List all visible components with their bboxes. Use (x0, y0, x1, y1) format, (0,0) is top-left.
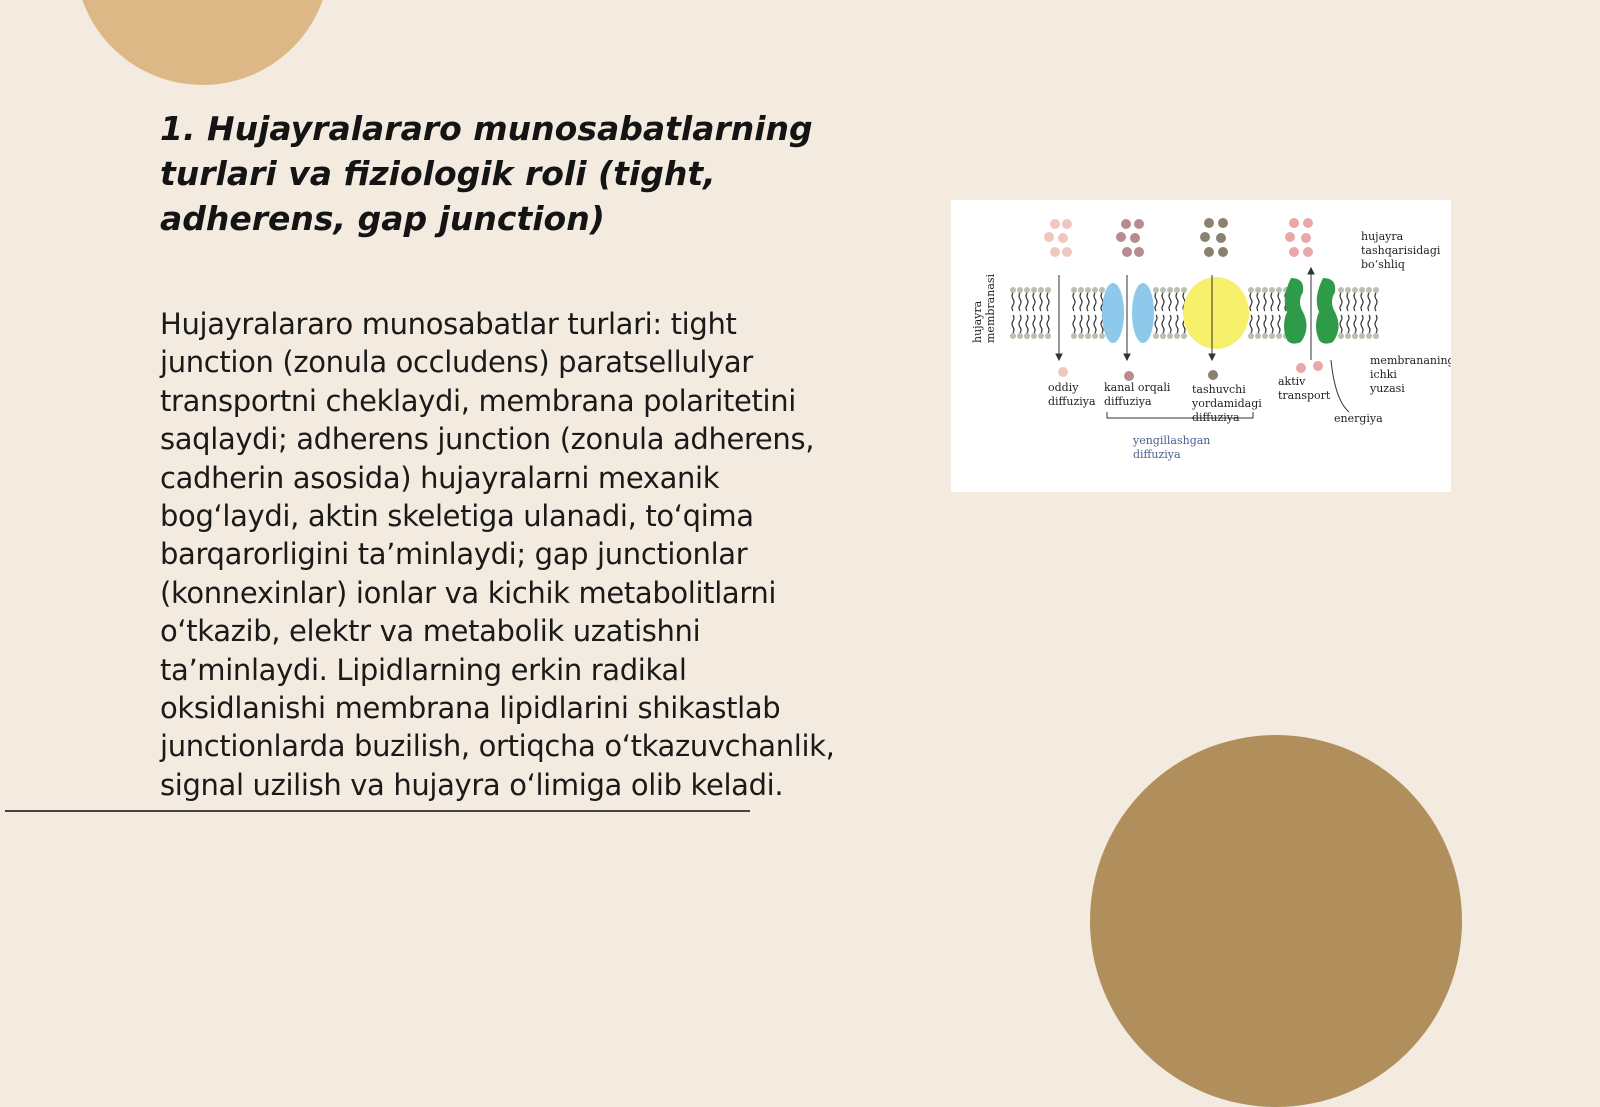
channel-diffusion-label-2: diffuziya (1104, 395, 1152, 408)
active-transport-label-1: aktiv (1278, 375, 1306, 388)
inner-surface-label-3: yuzasi (1369, 382, 1405, 395)
side-label-line-1: hujayra (971, 300, 984, 343)
svg-text:hujayra: hujayra (971, 300, 984, 343)
molecule-inside-channel (1124, 371, 1134, 381)
molecules-channel-diffusion (1116, 219, 1144, 257)
facilitated-diffusion-label-2: diffuziya (1133, 448, 1181, 461)
decorative-circle-bottom (1090, 735, 1462, 1107)
channel-protein (1102, 283, 1154, 343)
molecule-inside-pump-2 (1313, 361, 1323, 371)
decorative-divider-line (5, 810, 750, 812)
membrane-transport-diagram: hujayra membranasi hujayra tashqarisidag… (951, 200, 1451, 492)
simple-diffusion-label-1: oddiy (1048, 381, 1079, 394)
carrier-diffusion-label-2: yordamidagi (1191, 397, 1262, 410)
carrier-diffusion-label-3: diffuziya (1192, 411, 1240, 424)
molecule-inside-simple (1058, 367, 1068, 377)
pump-protein (1284, 278, 1339, 344)
side-label-line-2: membranasi (984, 273, 997, 343)
energy-label: energiya (1334, 412, 1383, 425)
molecule-inside-carrier (1208, 370, 1218, 380)
carrier-diffusion-label-1: tashuvchi (1192, 383, 1246, 396)
molecules-simple-diffusion (1044, 219, 1072, 257)
outer-space-label-2: tashqarisidagi (1361, 244, 1441, 257)
active-transport-label-2: transport (1278, 389, 1331, 402)
facilitated-diffusion-label-1: yengillashgan (1132, 434, 1210, 447)
inner-surface-label-1: membrananing (1370, 354, 1451, 367)
transport-arrows (1055, 266, 1350, 413)
carrier-protein (1183, 277, 1249, 349)
facilitated-diffusion-bracket (1106, 412, 1254, 419)
slide-title: 1. Hujayralararo munosabatlarning turlar… (160, 109, 813, 238)
molecule-inside-pump-1 (1296, 363, 1306, 373)
outer-space-label-1: hujayra (1361, 230, 1404, 243)
channel-diffusion-label-1: kanal orqali (1104, 381, 1171, 394)
decorative-circle-top (75, 0, 330, 85)
molecules-active-transport (1285, 218, 1313, 257)
outer-space-label-3: bo‘shliq (1361, 258, 1405, 271)
svg-text:membranasi: membranasi (984, 273, 997, 343)
slide-body-text: Hujayralararo munosabatlar turlari: tigh… (160, 307, 835, 802)
simple-diffusion-label-2: diffuziya (1048, 395, 1096, 408)
molecules-carrier-diffusion (1200, 218, 1228, 257)
inner-surface-label-2: ichki (1370, 368, 1397, 381)
